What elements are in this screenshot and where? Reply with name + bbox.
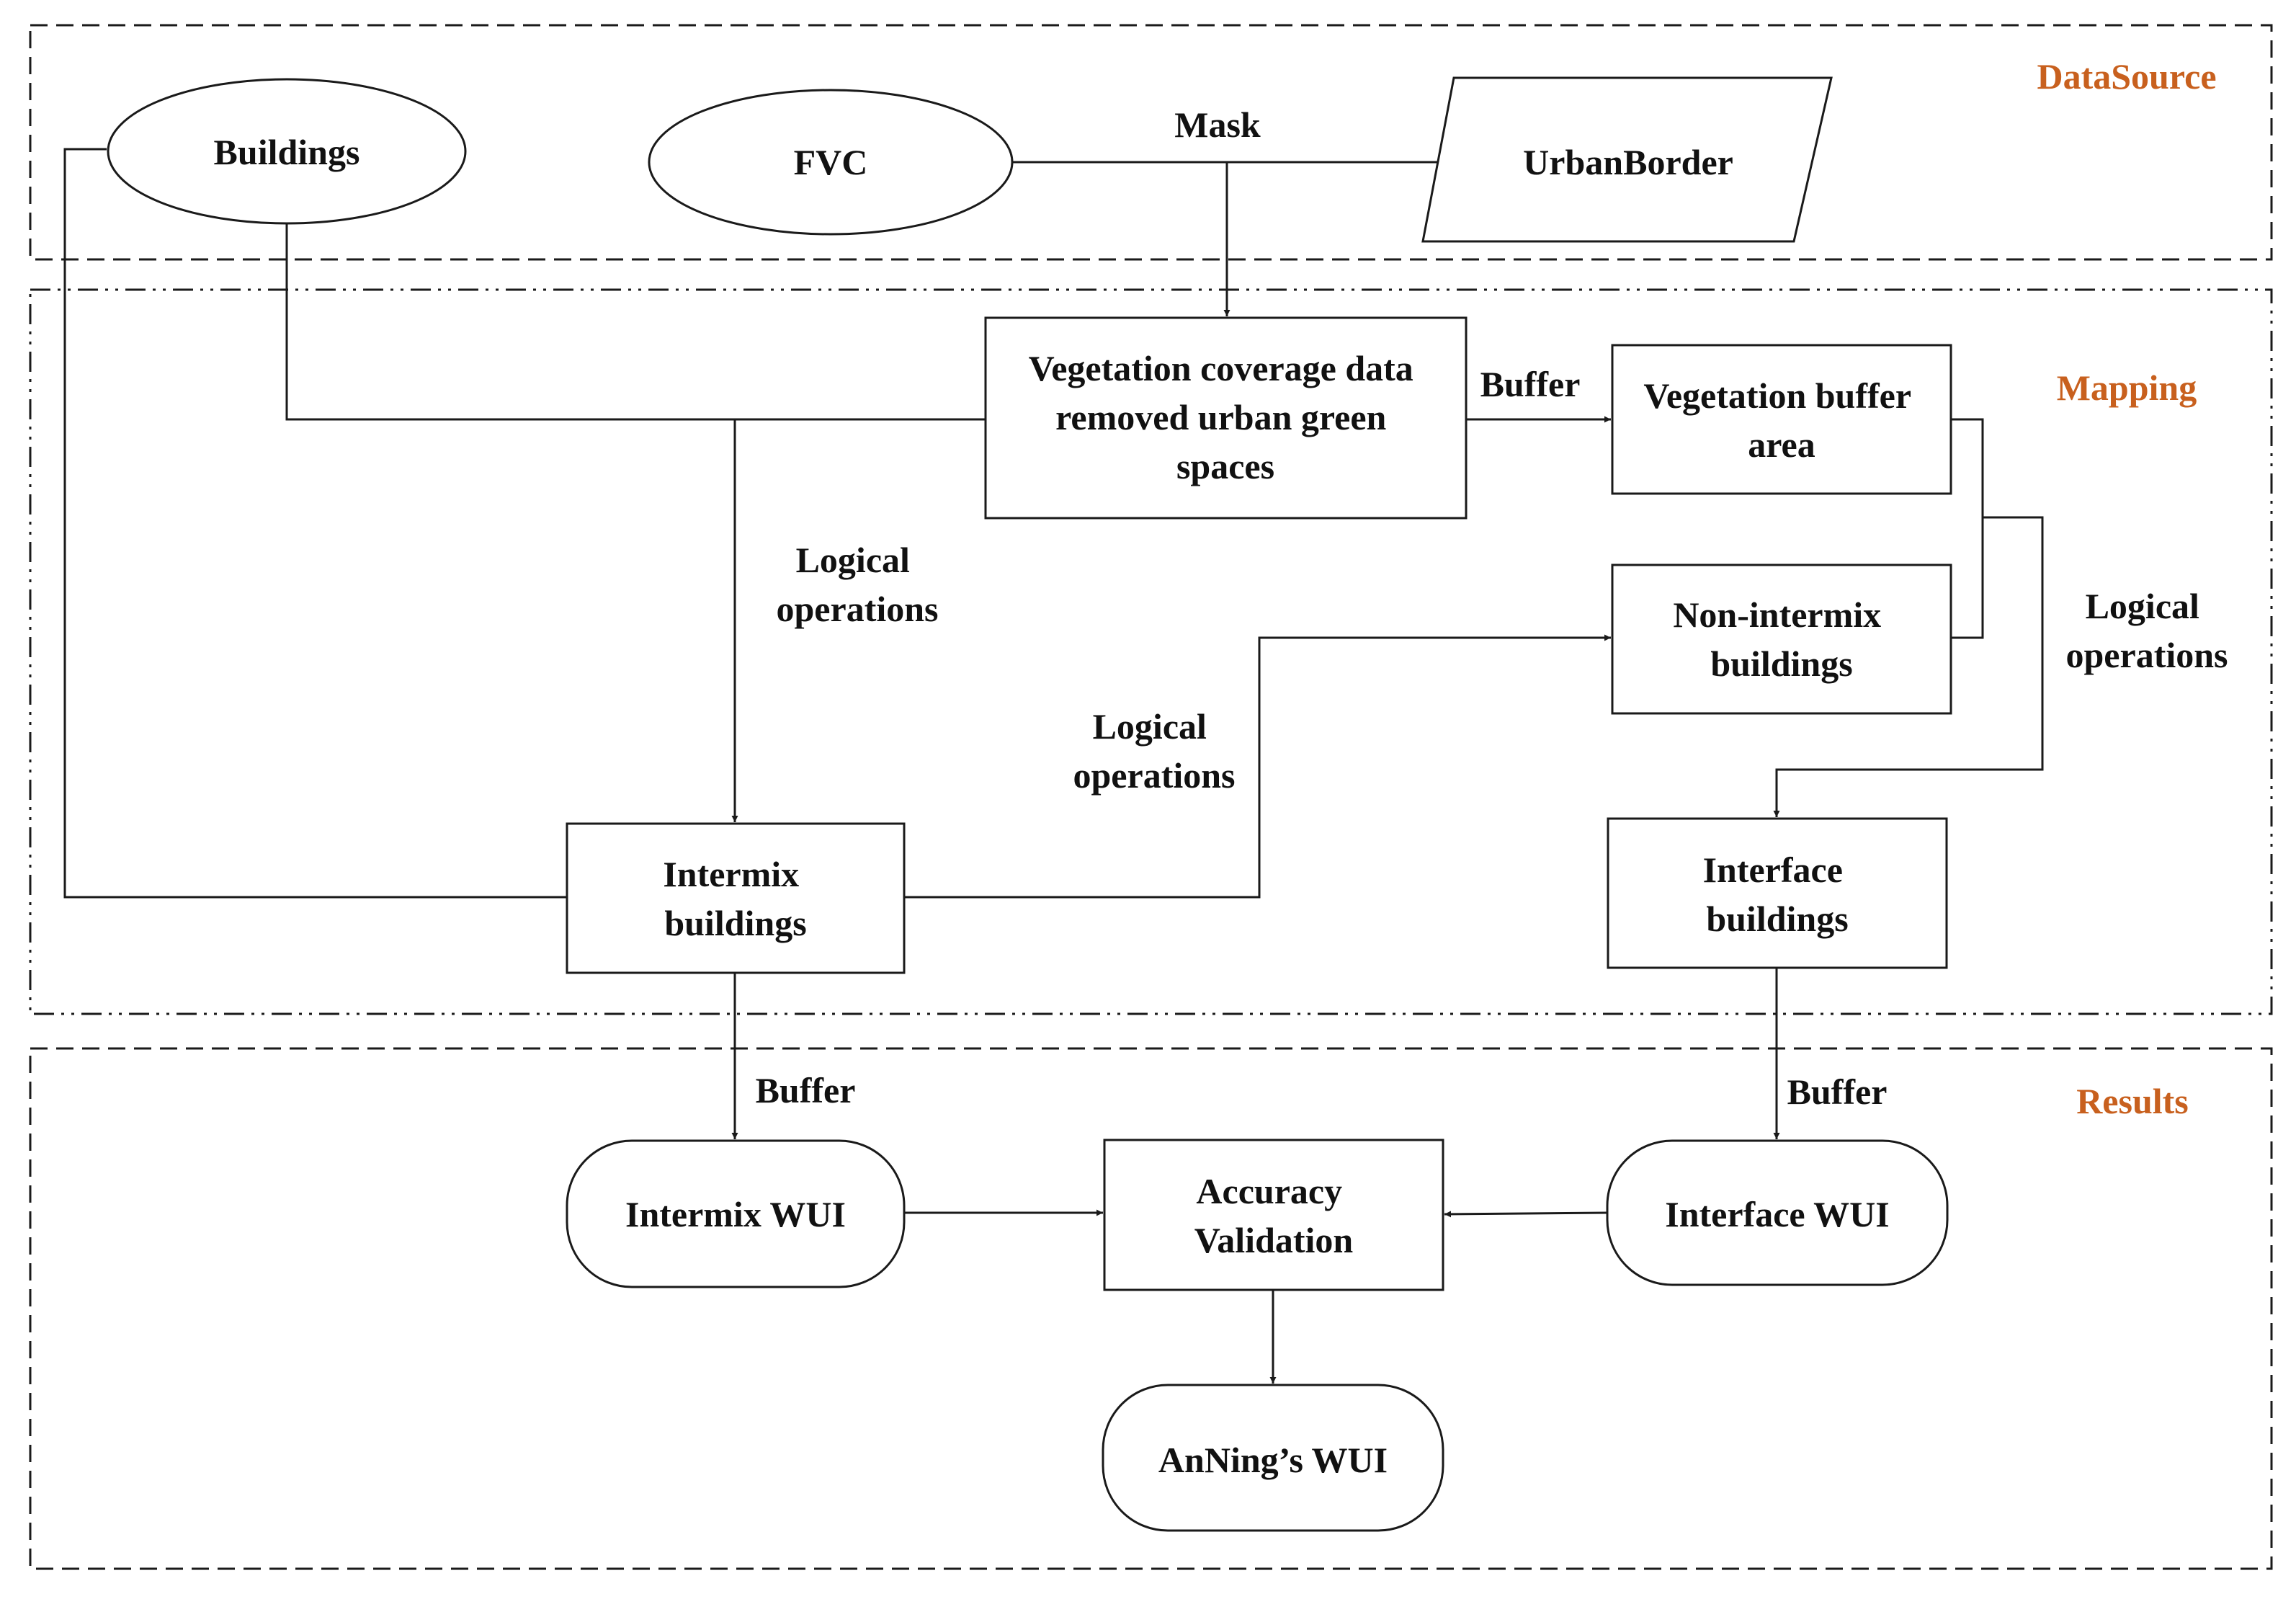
vegetation-coverage-node — [984, 316, 1468, 520]
urbanborder-label: UrbanBorder — [1523, 142, 1733, 182]
intermix-wui-node — [566, 1139, 906, 1288]
edge-label-logical-left: Logical operations — [777, 540, 939, 629]
edge-buildings-to-logical — [285, 223, 986, 421]
accuracy-validation-line-2: Validation — [1194, 1220, 1354, 1260]
interface-wui-label: Interface WUI — [1665, 1194, 1890, 1234]
vegetation-coverage-label: Vegetation coverage data removed urban g… — [1029, 348, 1423, 486]
interface-wui-node — [1606, 1139, 1949, 1286]
accuracy-validation-node — [1103, 1139, 1444, 1291]
buildings-node — [107, 78, 467, 225]
vegetation-coverage-line-2: removed urban green — [1055, 397, 1386, 437]
vegetation-coverage-line-3: spaces — [1176, 446, 1274, 486]
interface-buildings-line-2: buildings — [1706, 899, 1848, 939]
intermix-buildings-line-1: Intermix — [663, 854, 799, 894]
intermix-buildings-line-2: buildings — [664, 903, 806, 943]
vegetation-buffer-node — [1611, 344, 1952, 495]
edge-label-logical-right-line-2: operations — [2066, 635, 2228, 675]
section-label-datasource: DataSource — [2037, 56, 2216, 97]
edge-buildings-to-intermix-left — [63, 148, 567, 899]
edge-label-logical-left-line-2: operations — [777, 589, 939, 629]
section-label-results: Results — [2076, 1081, 2189, 1121]
anning-wui-label: AnNing’s WUI — [1158, 1440, 1388, 1480]
edge-label-buffer-intermix: Buffer — [756, 1070, 856, 1110]
non-intermix-node — [1611, 564, 1952, 715]
fvc-node — [648, 89, 1014, 236]
anning-wui-node — [1102, 1384, 1444, 1532]
intermix-buildings-node — [566, 822, 906, 974]
non-intermix-line-2: buildings — [1710, 643, 1852, 684]
edge-label-mask: Mask — [1174, 104, 1261, 145]
interface-buildings-line-1: Interface — [1703, 850, 1843, 890]
section-label-mapping: Mapping — [2057, 368, 2197, 408]
results-frame — [29, 1047, 2273, 1570]
accuracy-validation-label: Accuracy Validation — [1194, 1171, 1354, 1260]
edge-merge-to-interface — [1773, 516, 2044, 817]
edge-label-logical-mid: Logical operations — [1073, 706, 1236, 796]
non-intermix-line-1: Non-intermix — [1673, 594, 1881, 635]
fvc-label: FVC — [794, 142, 868, 182]
non-intermix-label: Non-intermix buildings — [1673, 594, 1890, 684]
edge-label-logical-left-line-1: Logical — [796, 540, 910, 580]
edge-label-buffer-interface: Buffer — [1787, 1072, 1888, 1112]
edge-label-logical-right-line-1: Logical — [2086, 586, 2199, 626]
mapping-frame — [29, 288, 2273, 1015]
buildings-label: Buildings — [214, 132, 360, 172]
edge-intermix-to-nonintermix — [904, 634, 1611, 899]
edge-label-logical-mid-line-1: Logical — [1093, 706, 1207, 747]
interface-buildings-label: Interface buildings — [1703, 850, 1852, 939]
vegetation-buffer-line-1: Vegetation buffer — [1643, 375, 1911, 416]
edge-vegbuffer-merge — [1951, 418, 1984, 639]
intermix-buildings-label: Intermix buildings — [663, 854, 808, 943]
vegetation-buffer-line-2: area — [1748, 424, 1815, 465]
vegetation-buffer-label: Vegetation buffer area — [1643, 375, 1919, 465]
edge-label-buffer-vegetation: Buffer — [1480, 364, 1581, 404]
edge-label-logical-mid-line-2: operations — [1073, 755, 1236, 796]
intermix-wui-label: Intermix WUI — [625, 1194, 846, 1234]
interface-buildings-node — [1607, 817, 1948, 969]
vegetation-coverage-line-1: Vegetation coverage data — [1029, 348, 1413, 388]
datasource-frame — [29, 24, 2273, 261]
edge-label-logical-right: Logical operations — [2066, 586, 2228, 675]
accuracy-validation-line-1: Accuracy — [1196, 1171, 1342, 1211]
edge-interface-to-accuracy — [1444, 1211, 1608, 1218]
urbanborder-node — [1421, 76, 1833, 243]
